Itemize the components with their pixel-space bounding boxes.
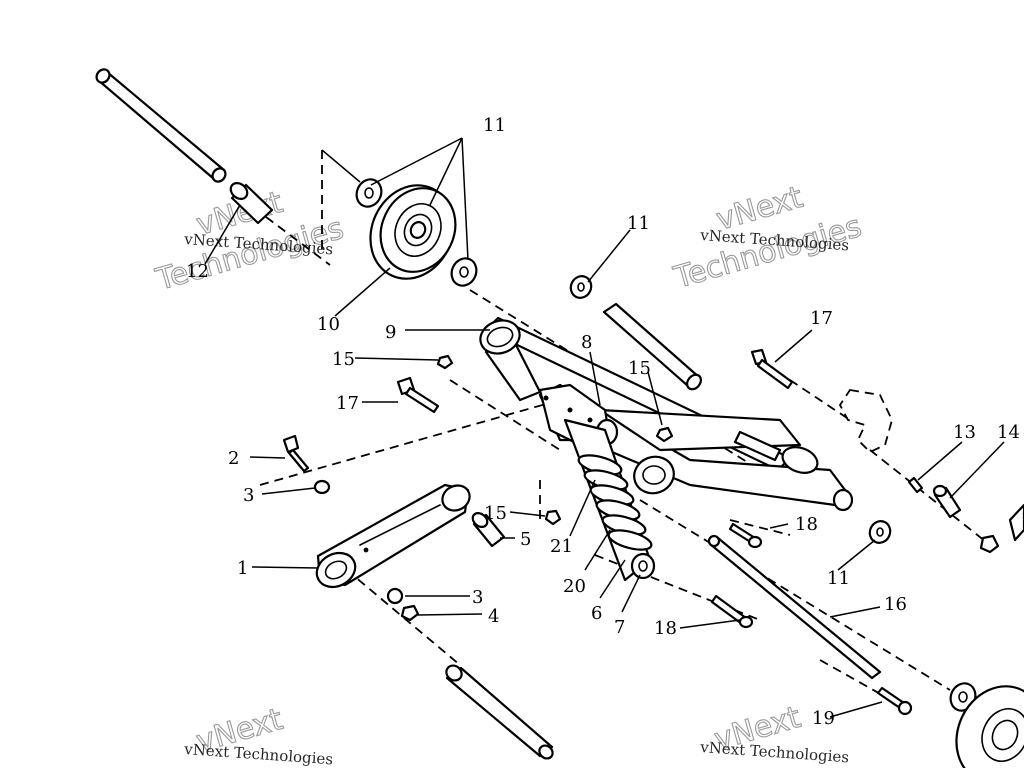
bolt-18-upper: [728, 522, 763, 549]
washer-11-upper-right: [450, 257, 478, 287]
shock-spring: [577, 454, 653, 551]
callout-8: 8: [581, 332, 592, 353]
callout-9: 9: [385, 322, 396, 343]
callout-3: 3: [243, 485, 254, 506]
callout-15: 15: [628, 358, 651, 379]
spacer-14: [932, 484, 962, 519]
nut-15-upper: [436, 354, 454, 370]
callout-13: 13: [953, 422, 976, 443]
bushing-5: [471, 512, 506, 548]
bolt-18-lower: [710, 594, 754, 629]
callout-16: 16: [884, 594, 907, 615]
nut-4: [400, 604, 420, 622]
callout-15: 15: [484, 503, 507, 524]
callout-7: 7: [614, 617, 625, 638]
upper-axle-rod: [95, 68, 227, 183]
callout-15: 15: [332, 349, 355, 370]
callout-2: 2: [228, 448, 239, 469]
callout-11: 11: [483, 115, 506, 136]
lower-right-wheel: [949, 682, 1024, 768]
callout-17: 17: [336, 393, 359, 414]
spacer-tube-12: [229, 182, 274, 225]
watermark-bottom-left: vNext vNext Technologies: [183, 701, 334, 768]
watermark-text: vNext Technologies: [183, 740, 334, 768]
bracket-outline-dashed: [838, 389, 893, 454]
bolt-17-right: [750, 348, 794, 390]
watermark-text: vNext Technologies: [699, 738, 850, 766]
callout-11: 11: [827, 568, 850, 589]
nut-15-mid: [655, 426, 674, 443]
idler-wheel-10: [369, 184, 457, 280]
callout-18: 18: [654, 618, 677, 639]
callout-4: 4: [488, 606, 499, 627]
callout-5: 5: [520, 529, 531, 550]
callout-6: 6: [591, 603, 602, 624]
right-edge-arm: [1008, 503, 1024, 542]
callout-10: 10: [317, 314, 340, 335]
washer-3-lower: [386, 587, 404, 605]
callout-14: 14: [997, 422, 1020, 443]
callout-labels: 11 11 11 12 10 9 15 15 15 17 17 8 2 3 3 …: [186, 115, 1020, 729]
pin-13: [907, 476, 924, 494]
callout-1: 1: [237, 558, 248, 579]
callout-18: 18: [795, 514, 818, 535]
shock-absorber: [563, 418, 656, 582]
spacer-tube-upper: [602, 302, 702, 391]
bolt-17-left: [396, 376, 440, 414]
callout-17: 17: [810, 308, 833, 329]
callout-11: 11: [627, 213, 650, 234]
washer-11-upper-left: [355, 178, 383, 208]
callout-12: 12: [186, 261, 209, 282]
callout-20: 20: [563, 576, 586, 597]
bolt-2: [282, 434, 310, 473]
leader-lines: [204, 137, 1005, 718]
nut-right: [979, 534, 1000, 554]
watermark-top-right: vNext Technologies vNext Technologies: [669, 179, 866, 296]
long-rod-16: [707, 534, 882, 680]
callout-21: 21: [550, 536, 573, 557]
washer-3-upper: [313, 479, 331, 495]
nut-15-lower: [544, 509, 562, 526]
washer-11-lower: [868, 520, 892, 544]
lower-axle-rod: [445, 664, 554, 760]
bolt-19: [876, 686, 913, 716]
callout-19: 19: [812, 708, 835, 729]
link-arm-1: [315, 483, 471, 589]
washer-11-right: [569, 275, 593, 299]
callout-3: 3: [472, 587, 483, 608]
